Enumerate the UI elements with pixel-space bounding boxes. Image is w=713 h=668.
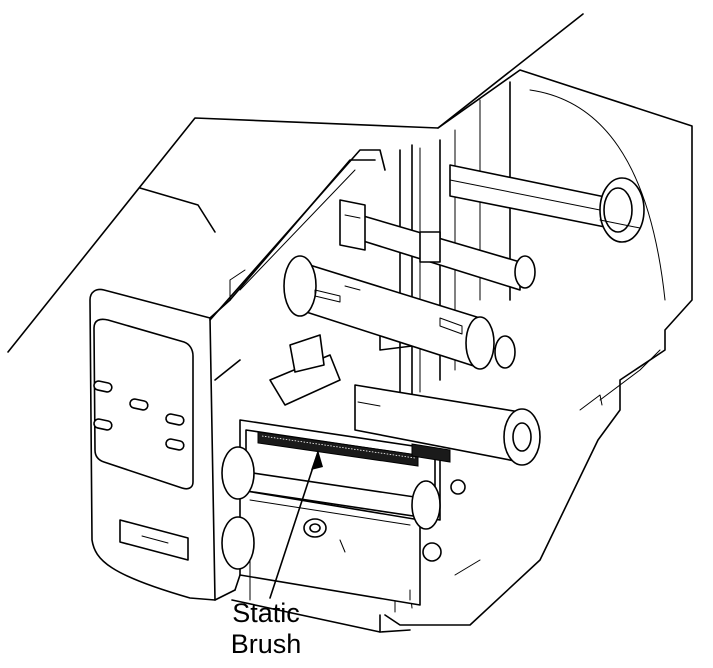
control-panel	[93, 318, 194, 490]
top-cover	[7, 13, 584, 353]
static-brush-label: Static Brush	[206, 598, 326, 660]
panel-button-3	[165, 413, 185, 426]
platen-roller	[354, 384, 541, 466]
panel-button-5	[165, 438, 185, 451]
static-brush-label-line-2: Brush	[230, 629, 302, 659]
printhead-assembly	[221, 334, 466, 606]
static-brush-label-line-1: Static	[232, 598, 300, 628]
media-roller	[283, 255, 516, 370]
panel-button-2	[129, 398, 149, 411]
static-brush	[257, 431, 451, 467]
base-frame	[231, 574, 411, 633]
ribbon-supply-spindle	[449, 164, 645, 243]
control-buttons	[93, 380, 185, 451]
static-brush-callout-line	[269, 450, 323, 599]
ribbon-rewind-spindle	[339, 199, 536, 291]
front-housing	[89, 288, 241, 601]
panel-slot	[119, 519, 189, 561]
panel-button-4	[93, 418, 113, 431]
panel-button-1	[93, 380, 113, 393]
